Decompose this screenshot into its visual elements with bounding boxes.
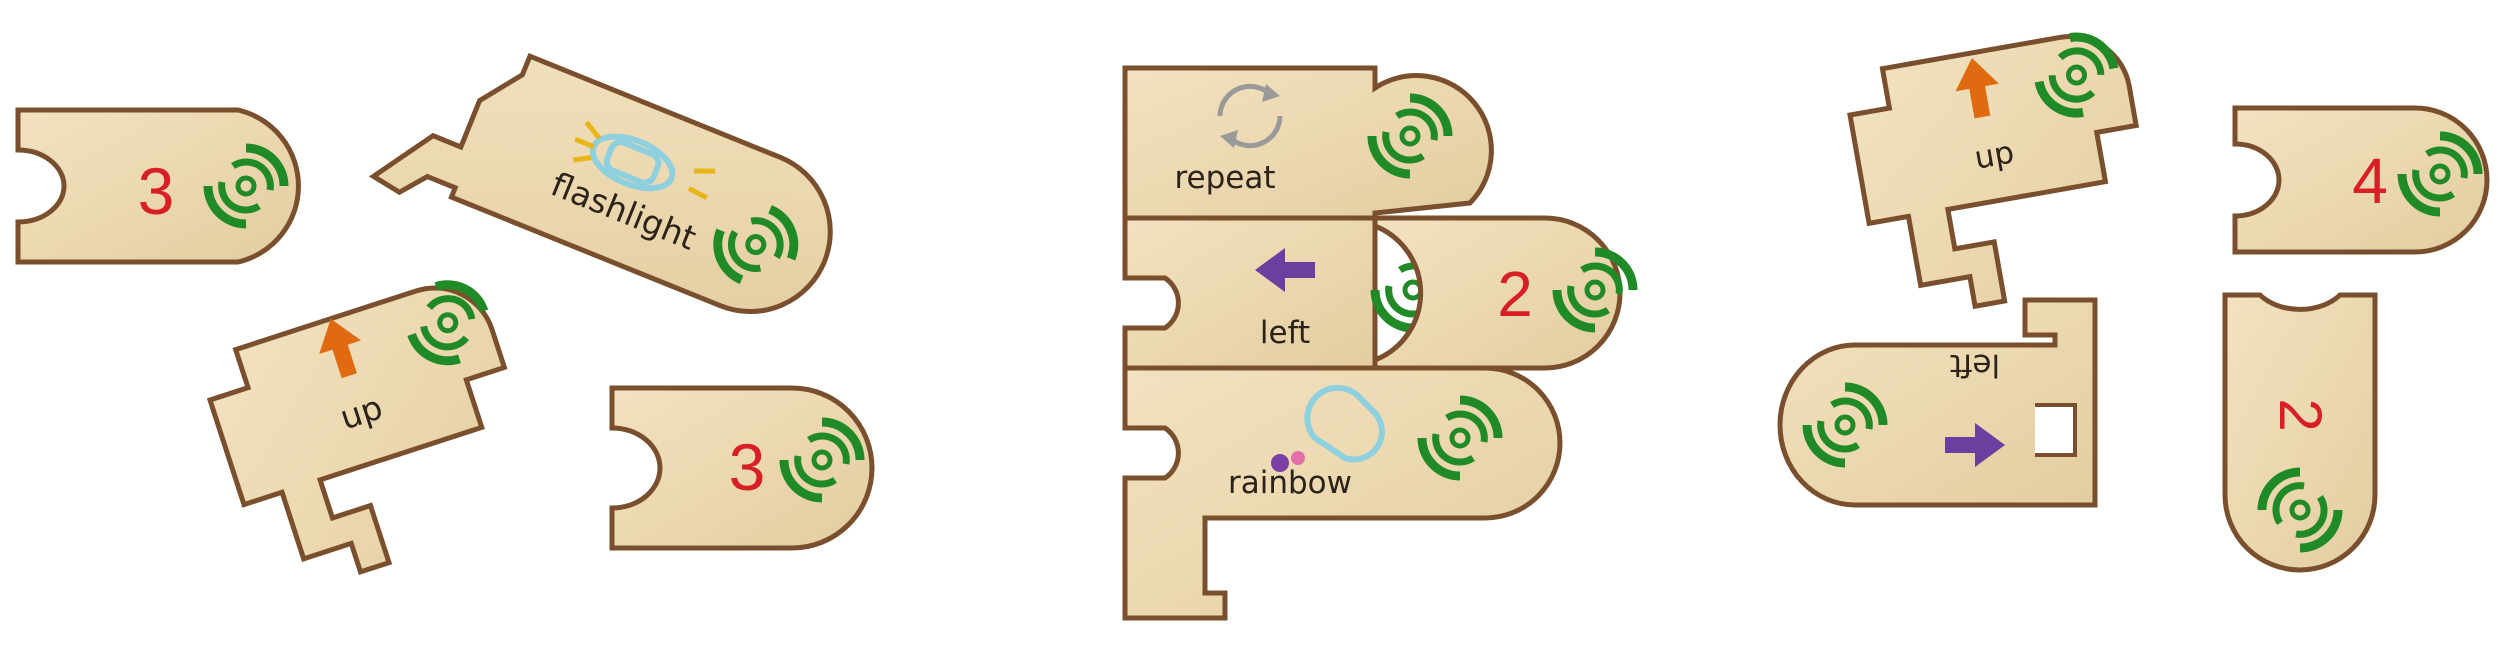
number-piece-three-top[interactable]: 3 bbox=[15, 107, 301, 265]
rainbow-icon bbox=[1271, 384, 1385, 472]
program-piece-left[interactable]: left bbox=[1122, 215, 1451, 371]
program-piece-rainbow[interactable]: rainbow bbox=[1122, 365, 1563, 621]
arrow-up-icon bbox=[319, 318, 361, 379]
command-piece-flashlight[interactable]: flashlight bbox=[368, 19, 855, 350]
piece-label: repeat bbox=[1174, 160, 1275, 196]
number-label: 3 bbox=[138, 154, 175, 228]
number-label: 2 bbox=[1497, 258, 1533, 330]
arrow-left-icon bbox=[1255, 248, 1315, 292]
program-piece-number-two[interactable]: 2 bbox=[1372, 215, 1633, 371]
program-piece-repeat[interactable]: repeat bbox=[1122, 65, 1494, 221]
number-label: 3 bbox=[729, 430, 766, 504]
piece-label: left bbox=[1950, 347, 2000, 383]
command-piece-left-flipped[interactable]: left bbox=[1777, 297, 2098, 508]
number-piece-two-vertical[interactable]: 2 bbox=[2222, 292, 2378, 573]
arrow-up-icon bbox=[1955, 57, 1999, 119]
repeat-cycle-icon bbox=[1217, 83, 1283, 149]
piece-label: up bbox=[1972, 134, 2017, 176]
command-piece-up-left[interactable]: up bbox=[198, 272, 551, 599]
number-label: 2 bbox=[2267, 398, 2334, 431]
piece-label: rainbow bbox=[1228, 465, 1352, 501]
number-piece-four[interactable]: 4 bbox=[2232, 105, 2490, 255]
flashlight-icon bbox=[572, 120, 716, 200]
piece-label: left bbox=[1260, 315, 1310, 351]
number-label: 4 bbox=[2352, 145, 2388, 217]
arrow-right-icon bbox=[1945, 423, 2005, 467]
number-piece-three-bottom[interactable]: 3 bbox=[609, 385, 875, 551]
command-piece-up-right[interactable]: up bbox=[1843, 27, 2162, 322]
